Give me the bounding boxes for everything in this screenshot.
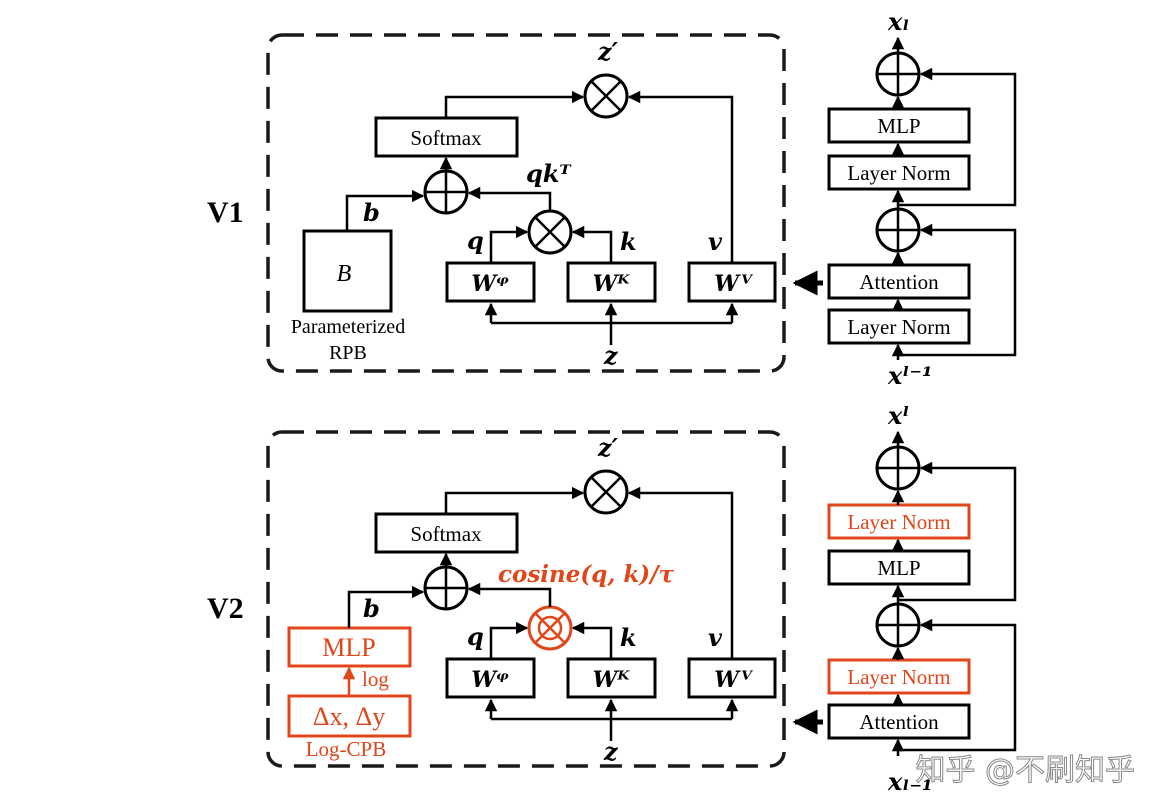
v2-bias-symbol: b bbox=[363, 594, 380, 623]
v1-v-symbol: v bbox=[708, 227, 723, 256]
v1-block-output: xₗ bbox=[887, 7, 909, 36]
v1-k-symbol: k bbox=[620, 227, 637, 256]
v2-wq-label: Wᵠ bbox=[471, 667, 509, 693]
v2-section: V2 z′ Softmax MLP Δx, Δy log Log-CPB b c… bbox=[207, 401, 1017, 796]
v1-attention-dashed-frame bbox=[266, 33, 786, 373]
v2-cpb-mlp-label: MLP bbox=[322, 633, 375, 662]
v2-z-symbol: z bbox=[603, 737, 619, 766]
v1-rpb-caption-line2: RPB bbox=[329, 342, 367, 364]
v1-block-mlp-label: MLP bbox=[877, 114, 920, 138]
v2-softmax-box bbox=[374, 512, 519, 554]
v2-block-attention-label: Attention bbox=[859, 710, 939, 734]
v1-block-layernorm-bottom-box bbox=[827, 308, 971, 345]
v2-attention-dashed-frame bbox=[266, 430, 786, 768]
v1-qk-label: qkᵀ bbox=[526, 159, 572, 188]
v1-bias-symbol: b bbox=[363, 198, 380, 227]
v1-softmax-box bbox=[374, 116, 519, 158]
v1-q-symbol: q bbox=[467, 226, 484, 255]
v1-wk-label: Wᴷ bbox=[593, 271, 631, 297]
v1-block-attention-label: Attention bbox=[859, 270, 939, 294]
v2-cosine-label: cosine(q, k)/τ bbox=[498, 561, 675, 588]
v2-row-label: V2 bbox=[207, 592, 244, 625]
v2-q-symbol: q bbox=[467, 622, 484, 651]
v1-wv-box bbox=[687, 261, 777, 303]
v1-bias-table-box bbox=[302, 229, 393, 313]
v2-softmax-label: Softmax bbox=[410, 522, 482, 546]
v2-block-layernorm-mid-label: Layer Norm bbox=[847, 665, 950, 689]
v1-wk-box bbox=[566, 261, 657, 303]
v2-wv-label: Wⱽ bbox=[714, 667, 754, 693]
v1-block-attention-box bbox=[827, 263, 971, 300]
v2-log-cpb-caption: Log-CPB bbox=[306, 737, 387, 761]
v1-block-layernorm-bottom-label: Layer Norm bbox=[847, 315, 950, 339]
v2-log-label: log bbox=[362, 667, 389, 691]
v1-bias-table-label: B bbox=[337, 261, 352, 287]
v1-row-label: V1 bbox=[207, 196, 244, 229]
v1-block-input: xˡ⁻¹ bbox=[887, 361, 933, 390]
v2-block-mlp-box bbox=[827, 549, 971, 586]
v1-wv-label: Wⱽ bbox=[714, 271, 754, 297]
v1-section: V1 z′ Softmax B Parameterized RPB b qkᵀ … bbox=[207, 7, 1017, 390]
v2-z-prime: z′ bbox=[597, 433, 619, 462]
watermark: 知乎 @不刷知乎 bbox=[915, 753, 1135, 788]
v2-block-mlp-label: MLP bbox=[877, 556, 920, 580]
v2-wk-label: Wᴷ bbox=[593, 667, 631, 693]
v2-block-layernorm-top-label: Layer Norm bbox=[847, 510, 950, 534]
v2-block-output: xˡ bbox=[887, 401, 909, 430]
v2-delta-coords-label: Δx, Δy bbox=[313, 702, 385, 731]
v1-z-symbol: z bbox=[603, 341, 619, 370]
v1-block-mlp-box bbox=[827, 107, 971, 144]
v1-softmax-label: Softmax bbox=[410, 126, 482, 150]
v1-rpb-caption-line1: Parameterized bbox=[291, 316, 405, 338]
v1-wq-label: Wᵠ bbox=[471, 271, 509, 297]
v1-block-layernorm-top-box bbox=[827, 154, 971, 191]
v2-v-symbol: v bbox=[708, 623, 723, 652]
v1-wq-box bbox=[445, 261, 536, 303]
v2-block-input: xₗ₋₁ bbox=[887, 767, 933, 796]
v2-k-symbol: k bbox=[620, 623, 637, 652]
v1-z-prime: z′ bbox=[597, 37, 619, 66]
v1-block-layernorm-top-label: Layer Norm bbox=[847, 161, 950, 185]
